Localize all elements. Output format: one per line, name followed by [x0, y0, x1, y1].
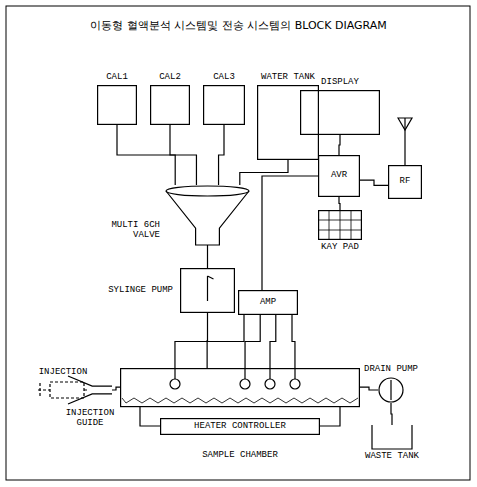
keypad-keys — [318, 210, 362, 240]
connector-line — [339, 135, 340, 155]
pump-impeller — [390, 380, 391, 400]
heater-coil — [122, 398, 358, 403]
box-outline — [301, 91, 380, 135]
shape-outline — [378, 377, 404, 403]
node-label: DISPLAY — [320, 78, 360, 88]
connector-line — [245, 315, 260, 368]
node-label: KAY PAD — [320, 243, 360, 253]
connector-line — [207, 245, 208, 268]
waste-tank: WASTE TANK — [372, 425, 412, 449]
shape-outline — [165, 185, 250, 245]
box-outline — [239, 291, 298, 315]
node-label: DRAIN PUMP — [363, 365, 419, 375]
valve-rim — [166, 186, 249, 196]
antenna-symbol — [398, 118, 412, 130]
heater-controller-box: HEATER CONTROLLER — [160, 418, 320, 435]
connector-line — [175, 315, 244, 368]
frame — [6, 6, 470, 480]
node-label: MULTI 6CH VALVE — [107, 221, 161, 241]
box-outline — [389, 166, 422, 199]
node-label: CAL2 — [158, 73, 182, 83]
shape-outline — [257, 85, 319, 160]
pump-outline — [181, 269, 235, 313]
connector-line — [170, 125, 196, 185]
display-box: DISPLAY — [300, 90, 380, 135]
node-label: WATER TANK — [260, 73, 316, 83]
box-outline — [204, 86, 245, 125]
connector-line — [360, 180, 388, 185]
shape-outline — [38, 380, 88, 400]
connector-line — [112, 387, 120, 390]
connector-line — [391, 403, 392, 425]
keypad-outline — [319, 211, 362, 240]
calibrant-box: CAL2 — [150, 85, 190, 125]
connector-line — [262, 176, 318, 290]
shape-outline — [180, 268, 235, 313]
box-outline — [258, 86, 319, 160]
pump-circle — [379, 378, 403, 402]
connector-line — [117, 125, 175, 185]
injection-guide: INJECTION GUIDE — [68, 374, 112, 406]
connector-line — [219, 125, 224, 185]
chamber-tube — [121, 369, 360, 407]
connector-line — [207, 313, 209, 368]
electrode-symbol — [240, 379, 250, 389]
node-label: HEATER CONTROLLER — [193, 422, 287, 432]
box-outline — [98, 86, 137, 125]
diagram-title: 이동형 혈액분석 시스템및 전송 시스템의 BLOCK DIAGRAM — [0, 18, 477, 33]
rf-box: RF — [388, 165, 422, 199]
electrode-lead — [269, 368, 270, 379]
connector-line — [339, 197, 340, 210]
node-label: SYLINGE PUMP — [107, 286, 174, 296]
electrode-lead — [244, 368, 245, 379]
amp-box: AMP — [238, 290, 298, 315]
valve-body — [166, 191, 249, 245]
antenna-mast — [404, 118, 405, 165]
calibrant-box: CAL3 — [203, 85, 245, 125]
water-tank-box: WATER TANK — [257, 85, 319, 160]
shape-outline — [300, 90, 380, 135]
shape-outline — [372, 425, 412, 449]
connector-line — [270, 315, 276, 368]
tank-outline — [372, 425, 412, 449]
valve-funnel: MULTI 6CH VALVE — [165, 185, 250, 245]
guide-outline — [68, 376, 112, 404]
electrode-lead — [174, 368, 175, 379]
node-label: AMP — [259, 298, 277, 308]
box-outline — [161, 419, 320, 435]
syringe-pump-box: SYLINGE PUMP — [180, 268, 235, 313]
connector-line — [240, 160, 288, 185]
electrode-lead — [294, 368, 295, 379]
connector-line — [360, 387, 378, 390]
avr-box: AVR — [318, 155, 360, 197]
electrode-symbol — [265, 379, 275, 389]
node-label: INJECTION GUIDE — [62, 409, 118, 429]
shape-outline — [97, 85, 137, 125]
sample-chamber: SAMPLE CHAMBERHEATER CONTROLLER — [120, 368, 360, 448]
shape-outline — [120, 368, 360, 448]
node-label: CAL1 — [105, 73, 129, 83]
node-label: RF — [399, 177, 412, 187]
shape-outline — [203, 85, 245, 125]
shape-outline — [150, 85, 190, 125]
syringe-outline — [38, 382, 88, 398]
node-label: WASTE TANK — [364, 452, 420, 462]
connector-line — [292, 315, 295, 368]
node-label: AVR — [330, 171, 348, 181]
node-label: SAMPLE CHAMBER — [201, 451, 279, 461]
box-outline — [319, 156, 360, 197]
drain-pump-circle: DRAIN PUMP — [378, 377, 404, 403]
shape-outline — [318, 210, 362, 240]
piston-symbol — [208, 276, 214, 301]
node-label: CAL3 — [212, 73, 236, 83]
shape-outline — [68, 374, 112, 406]
electrode-symbol — [170, 379, 180, 389]
calibrant-box: CAL1 — [97, 85, 137, 125]
keypad-grid: KAY PAD — [318, 210, 362, 240]
node-label: INJECTION — [38, 368, 89, 378]
box-outline — [151, 86, 190, 125]
injection-syringe: INJECTION — [38, 380, 88, 400]
electrode-symbol — [290, 379, 300, 389]
